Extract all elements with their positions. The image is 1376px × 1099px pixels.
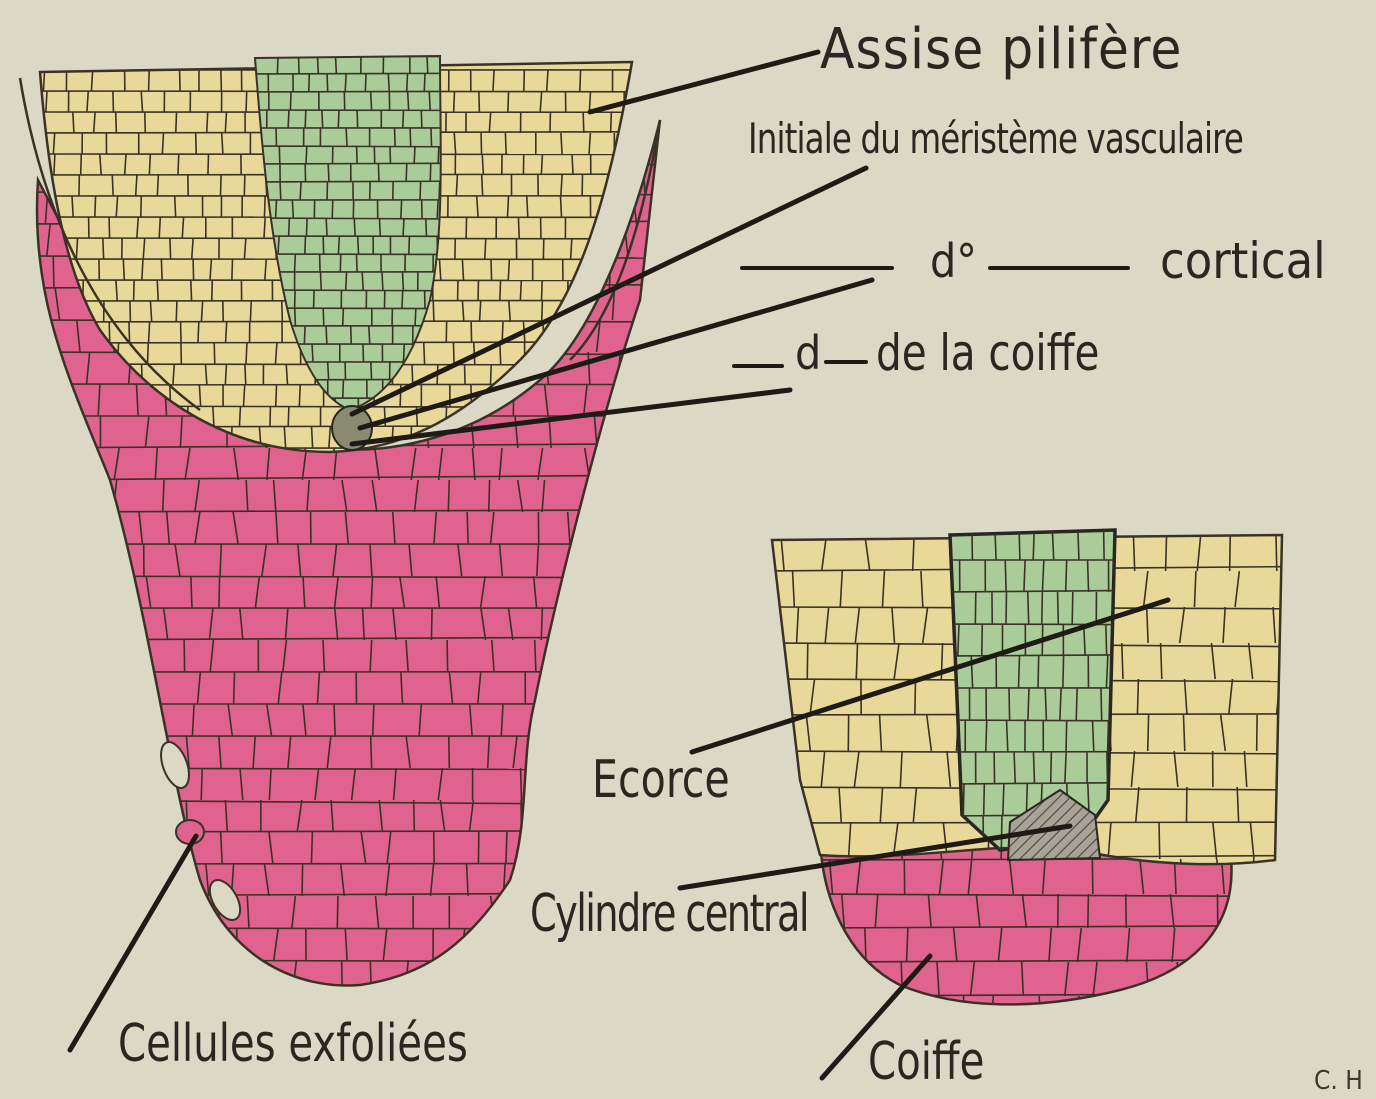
label-cylindre-central: Cylindre central bbox=[530, 888, 808, 940]
label-credit: C. H bbox=[1314, 1068, 1363, 1094]
large-root-tip bbox=[20, 56, 673, 1024]
label-initiale-meristeme-vasculaire: Initiale du méristème vasculaire bbox=[748, 118, 1243, 160]
label-assise-pilifere: Assise pilifère bbox=[820, 22, 1182, 78]
label-initiale-coiffe: de la coiffe bbox=[876, 328, 1099, 378]
small-root-tip bbox=[769, 528, 1285, 1030]
label-cortical-ditto: d° bbox=[930, 238, 977, 284]
label-ecorce: Ecorce bbox=[592, 754, 730, 806]
label-cellules-exfoliees: Cellules exfoliées bbox=[118, 1018, 468, 1070]
label-coiffe: Coiffe bbox=[868, 1036, 984, 1088]
label-coiffe-ditto: d bbox=[795, 330, 821, 376]
small-vascular-region bbox=[950, 530, 1115, 850]
label-cortical: cortical bbox=[1160, 236, 1326, 286]
